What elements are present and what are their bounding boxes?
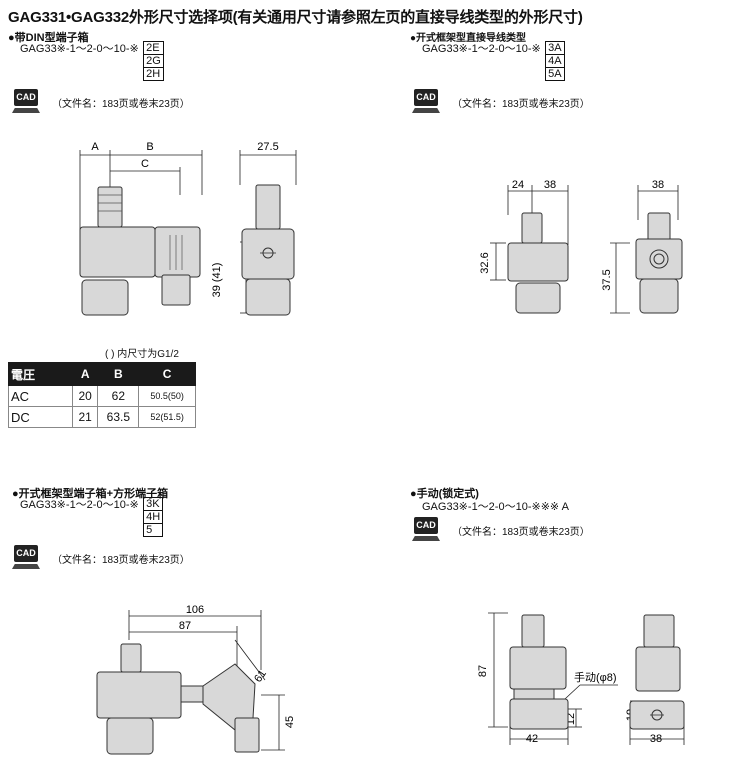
cell-c: 52(51.5) <box>138 406 196 428</box>
dim-width: 27.5 <box>257 141 278 153</box>
cell-c: 50.5(50) <box>138 385 196 407</box>
dim-32-6: 32.6 <box>479 252 491 273</box>
cell-a: 21 <box>71 406 99 428</box>
section-title-manual: ●手动(锁定式) <box>410 488 479 500</box>
table-header: A <box>71 362 99 386</box>
cad-icon: CAD <box>12 89 42 115</box>
manual-drawing: 87 42 12 19 38 手动(φ8) <box>477 612 685 745</box>
model-code: GAG33※-1～2-0～10-※ <box>422 43 541 55</box>
option-item: 3K <box>143 497 164 511</box>
dim-b: B <box>146 141 153 153</box>
option-item: 3A <box>545 41 565 55</box>
cad-file-text: （文件名：183页或卷末23页） <box>452 526 590 538</box>
table-header: B <box>97 362 140 386</box>
option-item: 2H <box>143 67 164 81</box>
open-square-drawing: 106 87 61 45 <box>96 604 295 755</box>
section-title-din: ●带DIN型端子箱 <box>8 32 89 44</box>
open-direct-drawing: 24 38 38 32.6 37.5 <box>479 179 683 314</box>
dim-42: 42 <box>526 733 538 745</box>
dimension-table: 電圧 A B C AC 20 62 50.5(50) DC 21 63.5 52… <box>8 362 196 428</box>
row-label: DC <box>8 406 73 428</box>
cad-file-text: （文件名：183页或卷末23页） <box>452 98 590 110</box>
cad-icon: CAD <box>412 89 442 115</box>
cad-reference: CAD （文件名：183页或卷末23页） <box>12 89 190 115</box>
dim-61: 61 <box>252 668 269 685</box>
dim-38: 38 <box>652 179 664 191</box>
option-list: 3A 4A 5A <box>545 41 565 81</box>
dim-87: 87 <box>179 620 191 632</box>
cad-reference: CAD （文件名：183页或卷末23页） <box>412 517 590 543</box>
dim-37-5: 37.5 <box>601 269 613 290</box>
cell-a: 20 <box>71 385 99 407</box>
option-list: 2E 2G 2H <box>143 41 164 81</box>
dim-a: A <box>91 141 99 153</box>
table-header-row: 電圧 A B C <box>8 362 196 386</box>
dim-45: 45 <box>284 716 295 728</box>
option-item: 2E <box>143 41 164 55</box>
table-row: AC 20 62 50.5(50) <box>8 385 196 407</box>
dim-87: 87 <box>477 665 489 677</box>
model-block-open-square: GAG33※-1～2-0～10-※ 3K 4H 5 <box>20 497 164 537</box>
din-drawing: A B C 27.5 39 (41) <box>79 141 297 316</box>
cad-icon: CAD <box>12 545 42 571</box>
table-header: C <box>138 362 196 386</box>
dim-38: 38 <box>544 179 556 191</box>
option-item: 5 <box>143 523 164 537</box>
table-header: 電圧 <box>8 362 73 386</box>
section-title-open-direct: ●开式框架型直接导线类型 <box>410 33 527 44</box>
dim-24: 24 <box>512 179 524 191</box>
model-code: GAG33※-1～2-0～10-※※※ A <box>422 501 569 513</box>
cad-icon: CAD <box>412 517 442 543</box>
cad-reference: CAD （文件名：183页或卷末23页） <box>412 89 590 115</box>
model-block-open-direct: GAG33※-1～2-0～10-※ 3A 4A 5A <box>422 41 565 81</box>
cell-b: 63.5 <box>97 406 140 428</box>
manual-label: 手动(φ8) <box>574 670 617 684</box>
cad-file-text: （文件名：183页或卷末23页） <box>52 554 190 566</box>
dim-38: 38 <box>650 733 662 745</box>
option-item: 5A <box>545 67 565 81</box>
model-code: GAG33※-1～2-0～10-※ <box>20 499 139 511</box>
row-label: AC <box>8 385 73 407</box>
model-block-din: GAG33※-1～2-0～10-※ 2E 2G 2H <box>20 41 164 81</box>
option-item: 2G <box>143 54 164 68</box>
section-title-open-square: ●开式框架型端子箱+方形端子箱 <box>12 488 169 500</box>
option-list: 3K 4H 5 <box>143 497 164 537</box>
cad-reference: CAD （文件名：183页或卷末23页） <box>12 545 190 571</box>
dim-c: C <box>141 158 149 170</box>
option-item: 4A <box>545 54 565 68</box>
dim-106: 106 <box>186 604 204 616</box>
option-item: 4H <box>143 510 164 524</box>
dim-height: 39 (41) <box>211 263 223 298</box>
cad-file-text: （文件名：183页或卷末23页） <box>52 98 190 110</box>
table-note: ( ) 内尺寸为G1/2 <box>105 349 179 360</box>
page-title: GAG331•GAG332外形尺寸选择项(有关通用尺寸请参照左页的直接导线类型的… <box>8 9 583 26</box>
model-code: GAG33※-1～2-0～10-※ <box>20 43 139 55</box>
table-row: DC 21 63.5 52(51.5) <box>8 406 196 428</box>
cell-b: 62 <box>97 385 140 407</box>
